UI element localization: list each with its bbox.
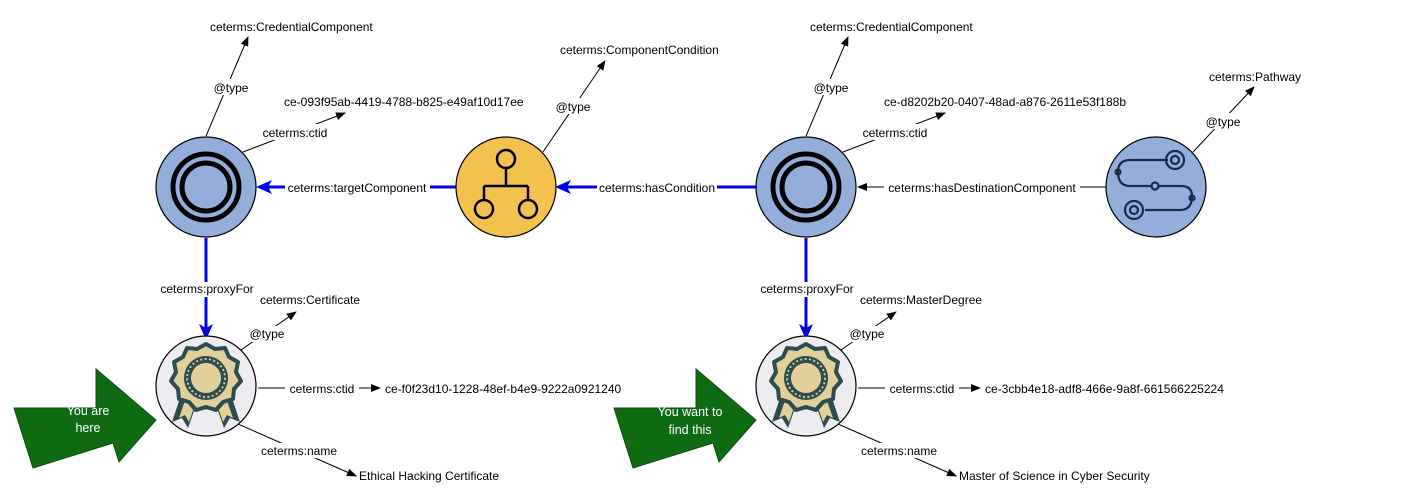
pathway-node <box>1105 136 1207 238</box>
comp2-type-value: ceterms:CredentialComponent <box>810 20 973 34</box>
cert1-type-value: ceterms:Certificate <box>260 293 360 307</box>
comp1-type-value: ceterms:CredentialComponent <box>210 20 373 34</box>
cert2-name-value: Master of Science in Cyber Security <box>959 469 1150 483</box>
has-destination-label: ceterms:hasDestinationComponent <box>888 181 1076 195</box>
cond-type-prop: @type <box>556 100 591 114</box>
component-condition-icon <box>473 148 539 220</box>
comp1-type-prop: @type <box>214 81 249 95</box>
callout-find-line-2: find this <box>668 423 711 437</box>
pathway-type-prop: @type <box>1206 115 1241 129</box>
proxy-for-1-label: ceterms:proxyFor <box>160 282 253 296</box>
comp2-ctid-value: ce-d8202b20-0407-48ad-a876-2611e53f188b <box>884 95 1126 109</box>
cert1-ctid-prop: ceterms:ctid <box>290 382 355 396</box>
proxy-for-2-label: ceterms:proxyFor <box>760 282 853 296</box>
cert2-type-value: ceterms:MasterDegree <box>860 293 982 307</box>
pathway-icon <box>1114 149 1196 221</box>
component-condition-node <box>455 136 557 238</box>
cert2-type-prop: @type <box>850 327 885 341</box>
cert2-ctid-prop: ceterms:ctid <box>890 382 955 396</box>
certificate-node-2 <box>755 335 857 437</box>
cert2-ctid-value: ce-3cbb4e18-adf8-466e-9a8f-661566225224 <box>985 382 1224 396</box>
pathway-type-value: ceterms:Pathway <box>1209 70 1301 84</box>
cond-type-value: ceterms:ComponentCondition <box>560 43 719 57</box>
cert1-name-prop: ceterms:name <box>261 444 337 458</box>
credential-component-icon <box>170 151 242 223</box>
callout-you-want-to-find-this: You want to find this <box>613 367 757 469</box>
comp1-ctid-value: ce-093f95ab-4419-4788-b825-e49af10d17ee <box>284 95 524 109</box>
cert1-type-prop: @type <box>250 327 285 341</box>
callout-find-line-1: You want to <box>658 405 723 419</box>
certificate-node-1 <box>155 335 257 437</box>
comp1-ctid-prop: ceterms:ctid <box>263 126 328 140</box>
cert2-name-prop: ceterms:name <box>861 444 937 458</box>
credential-component-node-1 <box>155 136 257 238</box>
callout-here-line-1: You are <box>67 404 110 418</box>
target-component-label: ceterms:targetComponent <box>288 181 427 195</box>
callout-you-are-here: You are here <box>13 367 157 469</box>
comp2-ctid-prop: ceterms:ctid <box>863 126 928 140</box>
callout-here-line-2: here <box>75 421 100 435</box>
comp2-type-prop: @type <box>814 81 849 95</box>
credential-component-node-2 <box>755 136 857 238</box>
has-condition-label: ceterms:hasCondition <box>599 181 715 195</box>
cert1-name-value: Ethical Hacking Certificate <box>359 469 499 483</box>
cert1-ctid-value: ce-f0f23d10-1228-48ef-b4e9-9222a0921240 <box>385 382 622 396</box>
credential-component-icon <box>770 151 842 223</box>
